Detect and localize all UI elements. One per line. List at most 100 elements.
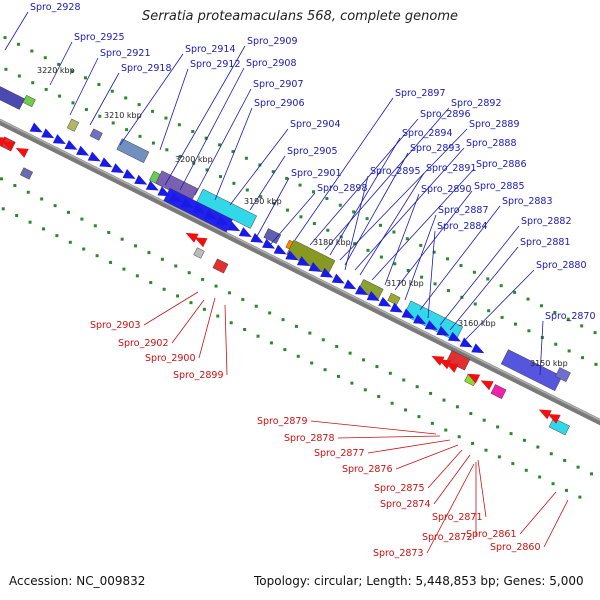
gene-box-rev-3 [212, 258, 229, 274]
leader-line-rev [310, 420, 437, 435]
track-tick-1 [53, 204, 57, 208]
gene-label-rev: Spro_2878 [284, 433, 335, 444]
track-tick-2 [286, 208, 290, 212]
gene-label-fwd: Spro_2914 [185, 44, 236, 55]
gene-arrow-rev-2 [15, 147, 29, 158]
track-tick-3 [553, 310, 557, 314]
gene-label-fwd: Spro_2908 [246, 58, 297, 69]
track-tick-3 [432, 250, 436, 254]
track-tick-1 [362, 358, 366, 362]
gene-arrow-fwd [41, 128, 55, 139]
track-tick-2 [433, 282, 437, 286]
leader-line-rev [427, 449, 463, 489]
track-tick-1 [415, 385, 419, 389]
track-tick-3 [539, 304, 543, 308]
gene-box-fwd-15 [500, 349, 563, 391]
gene-box-fwd-9 [263, 228, 282, 244]
gene-box-rev-7 [548, 417, 570, 436]
track-tick-1 [107, 230, 111, 234]
gene-arrow-fwd [355, 285, 368, 296]
track-tick-0 [350, 381, 354, 385]
leader-line-fwd [49, 41, 73, 86]
track-tick-2 [500, 315, 504, 319]
track-tick-1 [589, 472, 593, 476]
gene-box-rev-2 [193, 247, 205, 259]
gene-label-fwd: Spro_2897 [395, 88, 446, 99]
leader-line-rev [543, 499, 569, 548]
track-tick-1 [268, 311, 272, 315]
gene-arrow-fwd [262, 238, 276, 249]
gene-arrow-rev-4 [194, 237, 208, 248]
gene-arrow-rev-9 [480, 380, 494, 391]
track-tick-0 [68, 240, 72, 244]
track-tick-0 [135, 274, 139, 278]
gene-label-fwd: Spro_2921 [100, 48, 151, 59]
gene-arrow-fwd [52, 134, 66, 144]
track-tick-2 [151, 141, 155, 145]
track-tick-1 [549, 452, 553, 456]
track-tick-3 [177, 123, 181, 127]
track-tick-2 [514, 322, 518, 326]
leader-line-fwd [427, 230, 436, 319]
track-tick-1 [80, 217, 84, 221]
gene-label-fwd: Spro_2890 [421, 184, 472, 195]
scale-label: 3190 kbp [244, 197, 282, 206]
track-tick-1 [321, 338, 325, 342]
leader-line-fwd [419, 205, 501, 311]
gene-arrow-fwd [448, 331, 461, 342]
gene-arrow-fwd [99, 157, 113, 168]
track-tick-3 [151, 109, 155, 113]
track-tick-0 [109, 260, 113, 264]
tick-layer [0, 36, 598, 499]
track-tick-1 [294, 324, 298, 328]
leader-line-fwd [69, 57, 99, 116]
track-tick-0 [229, 321, 233, 325]
backbone-layer [0, 118, 600, 426]
track-tick-3 [97, 83, 101, 87]
gene-box-fwd-13 [387, 292, 401, 306]
accession-text: Accession: NC_009832 [9, 574, 146, 588]
track-tick-0 [216, 314, 220, 318]
track-tick-2 [71, 101, 75, 105]
track-tick-3 [164, 116, 168, 120]
gene-label-rev: Spro_2903 [90, 320, 141, 331]
gene-label-rev: Spro_2872 [422, 532, 473, 543]
track-tick-3 [124, 96, 128, 100]
track-tick-3 [137, 103, 141, 107]
track-tick-0 [189, 301, 193, 305]
leader-line-fwd [384, 193, 420, 286]
leader-line-rev [426, 463, 475, 554]
leader-line-fwd [329, 137, 401, 256]
gene-arrow-fwd [343, 279, 357, 290]
gene-arrow-fwd [378, 296, 392, 307]
track-tick-3 [499, 284, 503, 288]
leader-line-rev [477, 459, 487, 518]
track-tick-0 [323, 368, 327, 372]
gene-label-rev: Spro_2873 [373, 548, 424, 559]
gene-arrow-fwd [76, 145, 90, 156]
track-tick-2 [312, 222, 316, 226]
track-tick-1 [442, 398, 446, 402]
track-tick-3 [526, 297, 530, 301]
track-tick-1 [40, 197, 44, 201]
track-tick-1 [160, 257, 164, 261]
track-tick-2 [84, 108, 88, 112]
gene-label-rev: Spro_2879 [257, 416, 308, 427]
track-tick-2 [446, 289, 450, 293]
track-tick-3 [472, 270, 476, 274]
gene-arrow-fwd [331, 273, 345, 284]
track-tick-2 [379, 255, 383, 259]
track-tick-1 [563, 458, 567, 462]
map-title: Serratia proteamaculans 568, complete ge… [141, 9, 459, 24]
gene-arrow-fwd [110, 163, 124, 174]
track-tick-1 [120, 237, 124, 241]
leader-line-fwd [339, 128, 468, 261]
gene-label-fwd: Spro_2909 [247, 36, 298, 47]
track-tick-0 [363, 388, 367, 392]
track-tick-0 [55, 234, 59, 238]
track-tick-2 [58, 94, 62, 98]
track-tick-2 [527, 329, 531, 333]
track-tick-0 [202, 307, 206, 311]
leader-line-fwd [164, 45, 246, 186]
gene-arrow-rev-7 [445, 363, 459, 373]
